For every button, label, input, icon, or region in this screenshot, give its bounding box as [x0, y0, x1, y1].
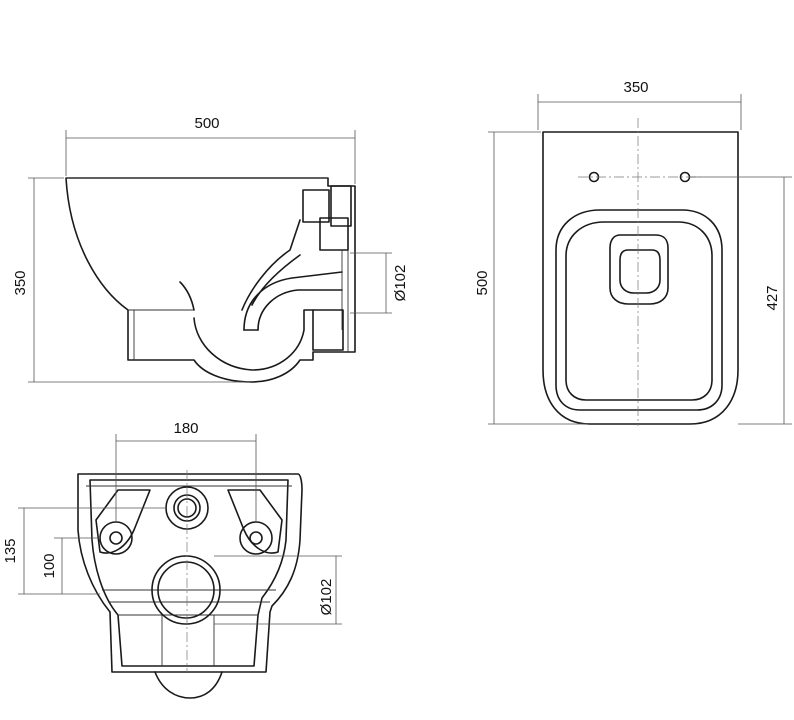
rear-view: 180 135 100 Ø102: [2, 420, 342, 699]
rear-bolt-spacing-label: 180: [173, 420, 198, 437]
rear-outlet-label: Ø102: [318, 579, 335, 616]
side-width-label: 500: [194, 115, 219, 132]
top-bolt-label: 427: [764, 285, 781, 310]
side-view: 500 350 Ø102: [12, 115, 409, 383]
side-height-label: 350: [12, 270, 29, 295]
top-width-label: 350: [623, 79, 648, 96]
rear-upper-height-label: 135: [2, 538, 19, 563]
top-depth-label: 500: [474, 270, 491, 295]
side-pipe-label: Ø102: [392, 265, 409, 302]
rear-lower-height-label: 100: [41, 553, 58, 578]
top-view: 350 500 427: [474, 79, 792, 426]
